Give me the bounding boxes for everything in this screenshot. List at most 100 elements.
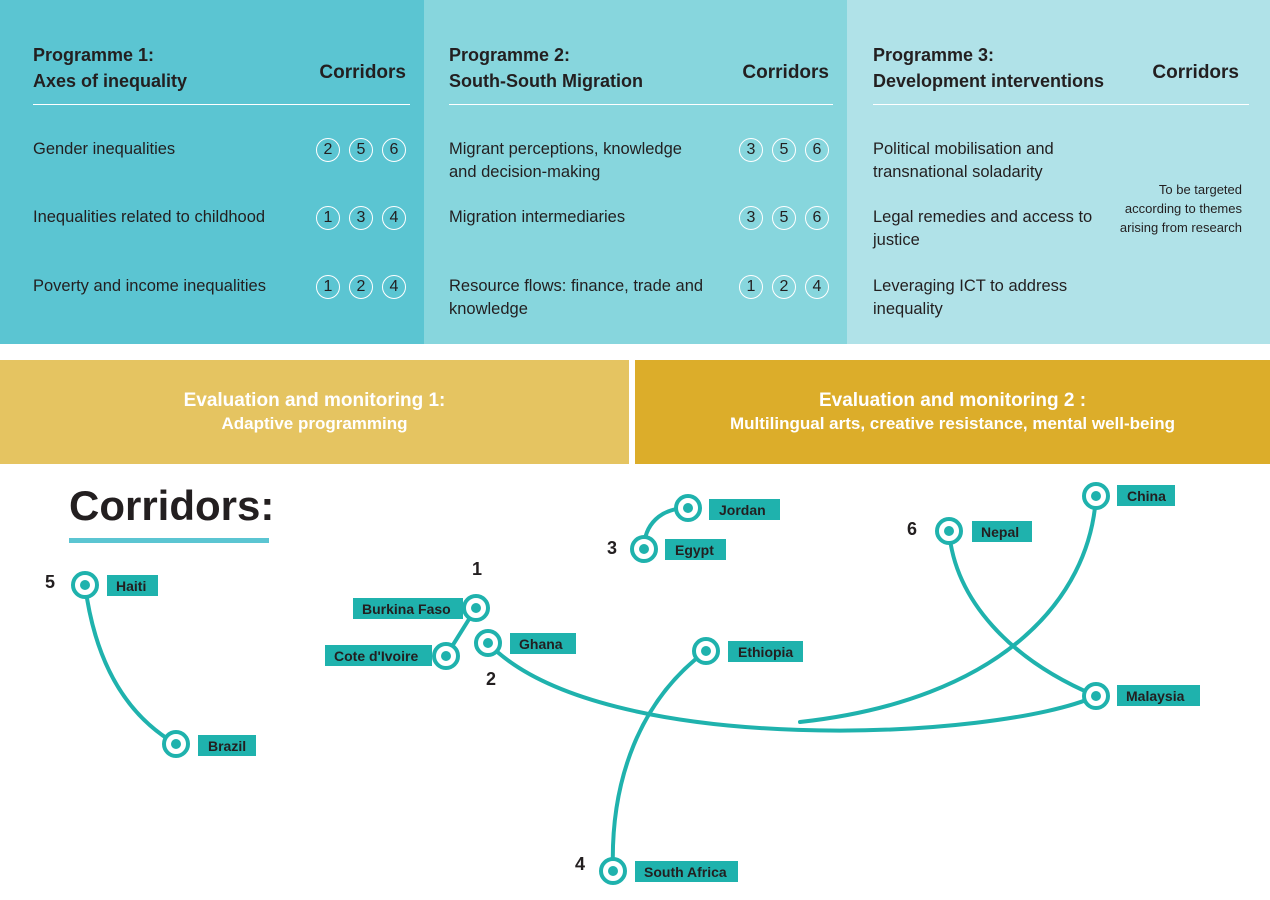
svg-text:Ethiopia: Ethiopia [738,644,793,660]
country-label-burkina-faso: Burkina Faso [353,598,463,619]
row-text: Migrant perceptions, knowledge and decis… [449,140,682,181]
corridor-badges: 2 5 6 [316,138,406,162]
programme-3-corridors-label: Corridors [1152,62,1239,83]
node-ghana [474,629,502,657]
programme-1-header: Programme 1: Axes of inequality Corridor… [33,42,410,105]
corridor-badge: 1 [739,275,763,299]
evaluation-1-subtitle: Adaptive programming [221,414,408,433]
row-text: Legal remedies and access to justice [873,208,1093,249]
programme-2-corridors-label: Corridors [742,62,829,83]
programme-3-row: Legal remedies and access to justice [873,206,1252,256]
programme-2-row: Migration intermediaries 3 5 6 [449,206,829,256]
svg-text:Haiti: Haiti [116,578,146,594]
corridor-route-4 [610,649,708,873]
svg-text:South Africa: South Africa [644,864,727,880]
programme-2-title: Programme 2: South-South Migration [449,45,643,91]
svg-text:Egypt: Egypt [675,542,714,558]
country-label-haiti: Haiti [107,575,158,596]
programme-3-title: Programme 3: Development interventions [873,45,1105,91]
svg-text:Jordan: Jordan [719,502,766,518]
programme-2-header: Programme 2: South-South Migration Corri… [449,42,833,105]
corridor-badge: 6 [382,138,406,162]
corridor-badge: 6 [805,206,829,230]
corridor-number-5: 5 [45,572,55,592]
row-text: Political mobilisation and transnational… [873,140,1054,181]
corridor-badge: 6 [805,138,829,162]
node-south-africa [599,857,627,885]
corridor-number-1: 1 [472,559,482,579]
row-text: Resource flows: finance, trade and knowl… [449,277,704,318]
corridor-route-6a [947,529,1098,698]
programme-1-row: Inequalities related to childhood 1 3 4 [33,206,406,256]
node-brazil [162,730,190,758]
corridor-badge: 5 [772,138,796,162]
country-label-south-africa: South Africa [635,861,738,882]
row-text: Gender inequalities [33,140,176,158]
country-label-nepal: Nepal [972,521,1032,542]
corridor-route-5 [83,583,178,746]
corridor-badge: 3 [349,206,373,230]
country-label-jordan: Jordan [709,499,780,520]
evaluation-2-subtitle: Multilingual arts, creative resistance, … [730,414,1175,433]
row-text: Leveraging ICT to address inequality [873,277,1068,318]
corridor-badge: 3 [739,138,763,162]
programme-3-row: Political mobilisation and transnational… [873,138,1252,188]
programme-2-panel: Programme 2: South-South Migration Corri… [424,0,847,344]
country-label-egypt: Egypt [665,539,726,560]
corridor-badge: 5 [349,138,373,162]
evaluation-2-title: Evaluation and monitoring 2 : [818,390,1087,411]
corridor-badges: 1 2 4 [739,275,829,299]
corridor-badge: 2 [772,275,796,299]
evaluation-2-band: Evaluation and monitoring 2 : Multilingu… [635,360,1270,464]
programme-1-row: Poverty and income inequalities 1 2 4 [33,275,406,325]
corridor-badge: 4 [382,275,406,299]
svg-text:Brazil: Brazil [208,738,246,754]
evaluation-1-band: Evaluation and monitoring 1: Adaptive pr… [0,360,629,464]
country-label-malaysia: Malaysia [1117,685,1200,706]
row-text: Inequalities related to childhood [33,208,266,226]
corridor-route-2 [486,641,1098,733]
svg-text:Cote d'Ivoire: Cote d'Ivoire [334,648,418,664]
programme-1-corridors-label: Corridors [319,62,406,83]
node-burkina-faso [462,594,490,622]
svg-text:Malaysia: Malaysia [1126,688,1185,704]
node-haiti [71,571,99,599]
programme-3-header: Programme 3: Development interventions C… [873,42,1249,105]
corridor-number-4: 4 [575,854,585,874]
corridor-badge: 2 [316,138,340,162]
programme-1-title: Programme 1: Axes of inequality [33,45,188,91]
programme-2-row: Migrant perceptions, knowledge and decis… [449,138,829,188]
corridor-badge: 1 [316,275,340,299]
corridor-badge: 3 [739,206,763,230]
country-label-brazil: Brazil [198,735,256,756]
corridor-badge: 1 [316,206,340,230]
programme-3-note: To be targeted according to themes arisi… [1119,182,1242,235]
corridor-badges: 1 3 4 [316,206,406,230]
node-nepal [935,517,963,545]
corridor-badges: 3 5 6 [739,138,829,162]
svg-text:China: China [1127,488,1166,504]
svg-text:Ghana: Ghana [519,636,563,652]
node-cote-divoire [432,642,460,670]
programme-3-panel: Programme 3: Development interventions C… [847,0,1270,344]
programme-1-row: Gender inequalities 2 5 6 [33,138,406,188]
node-egypt [630,535,658,563]
country-label-cote-divoire: Cote d'Ivoire [325,645,432,666]
row-text: Migration intermediaries [449,208,626,226]
evaluation-1-title: Evaluation and monitoring 1: [183,390,446,411]
corridors-heading: Corridors: [69,482,275,529]
corridor-number-2: 2 [486,669,496,689]
corridor-badges: 3 5 6 [739,206,829,230]
row-text: Poverty and income inequalities [33,277,266,295]
svg-text:Nepal: Nepal [981,524,1019,540]
corridors-heading-underline [69,538,269,543]
svg-text:Burkina Faso: Burkina Faso [362,601,451,617]
node-malaysia [1082,682,1110,710]
programme-3-row: Leveraging ICT to address inequality [873,275,1252,325]
corridor-route-6b [798,494,1098,724]
country-label-ethiopia: Ethiopia [728,641,803,662]
programme-2-row: Resource flows: finance, trade and knowl… [449,275,829,325]
corridor-badge: 5 [772,206,796,230]
country-label-ghana: Ghana [510,633,576,654]
